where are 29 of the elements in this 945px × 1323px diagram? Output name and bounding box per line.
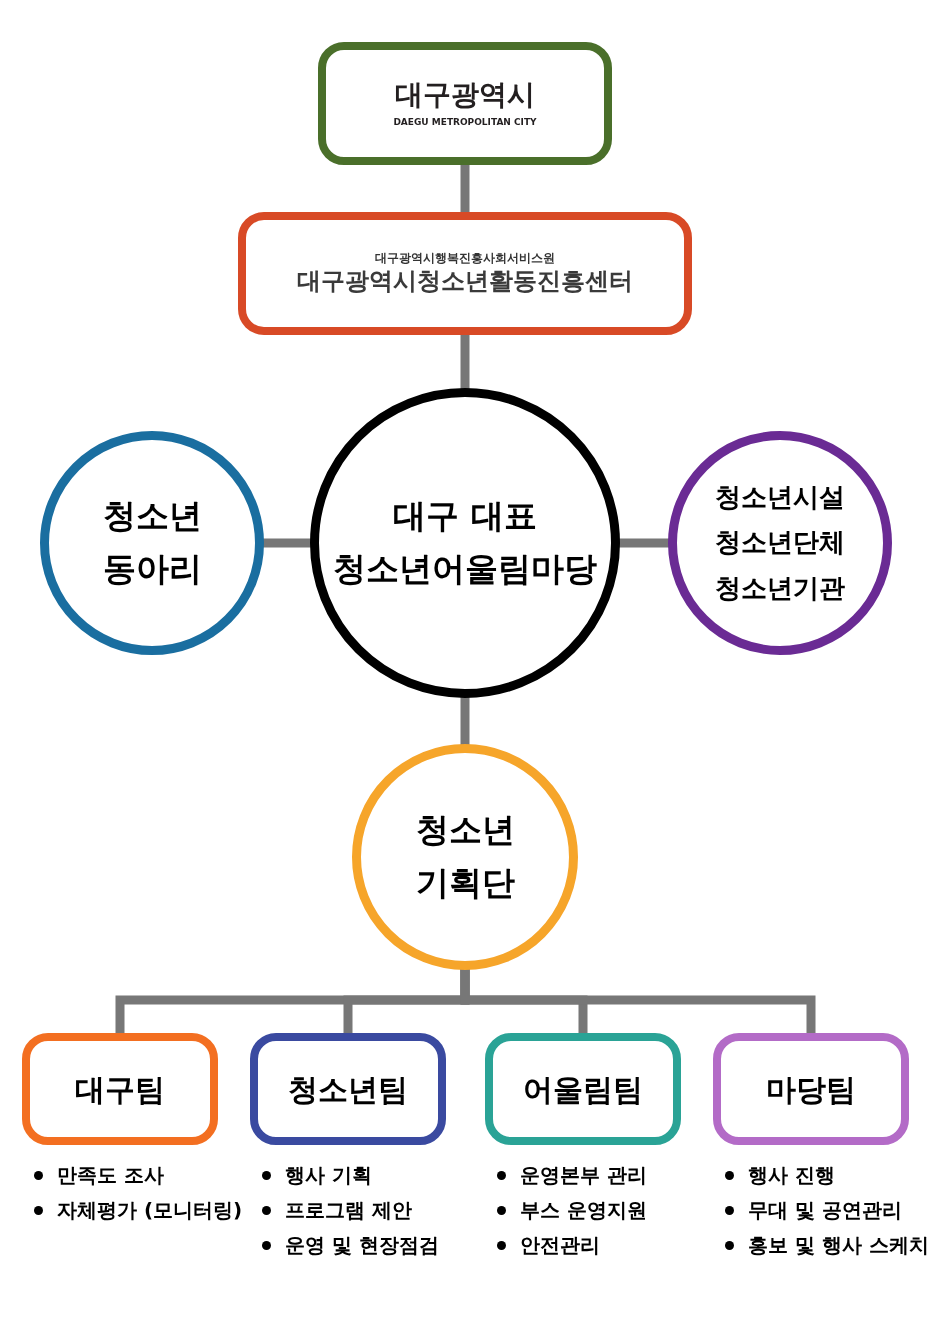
organization-box [238, 212, 692, 335]
organization-box [318, 42, 612, 165]
team-box [485, 1033, 681, 1145]
node-title: 청소년시설 청소년단체 청소년기관 [714, 480, 846, 605]
team-box [22, 1033, 218, 1145]
task-text: 안전관리 [520, 1232, 601, 1259]
task-text: 운영본부 관리 [520, 1162, 648, 1189]
node-title: 대구광역시행복진흥사회서비스원 [375, 251, 555, 266]
task-text: 홍보 및 행사 스케치 [748, 1232, 930, 1259]
node-title: 어울림팀 [523, 1070, 643, 1109]
task-text: 부스 운영지원 [520, 1197, 648, 1224]
task-text: 행사 진행 [748, 1162, 836, 1189]
node-subtitle: 대구광역시청소년활동진흥센터 [297, 266, 633, 296]
node-title: 청소년 동아리 [101, 495, 203, 590]
node-subtitle: DAEGU METROPOLITAN CITY [393, 116, 537, 130]
task-text: 무대 및 공연관리 [748, 1197, 903, 1224]
team-box [713, 1033, 909, 1145]
task-text: 자체평가 (모니터링) [57, 1197, 244, 1224]
team-box [250, 1033, 446, 1145]
task-text: 운영 및 현장점검 [285, 1232, 440, 1259]
node-title: 마당팀 [766, 1070, 856, 1109]
task-text: 프로그램 제안 [285, 1197, 413, 1224]
node-title: 대구광역시 [395, 77, 535, 113]
node-title: 청소년팀 [288, 1070, 408, 1109]
node-title: 청소년 기획단 [414, 809, 516, 904]
task-text: 행사 기획 [285, 1162, 373, 1189]
task-text: 만족도 조사 [57, 1162, 165, 1189]
node-title: 대구 대표 청소년어울림마당 [332, 495, 598, 590]
node-title: 대구팀 [75, 1070, 165, 1109]
